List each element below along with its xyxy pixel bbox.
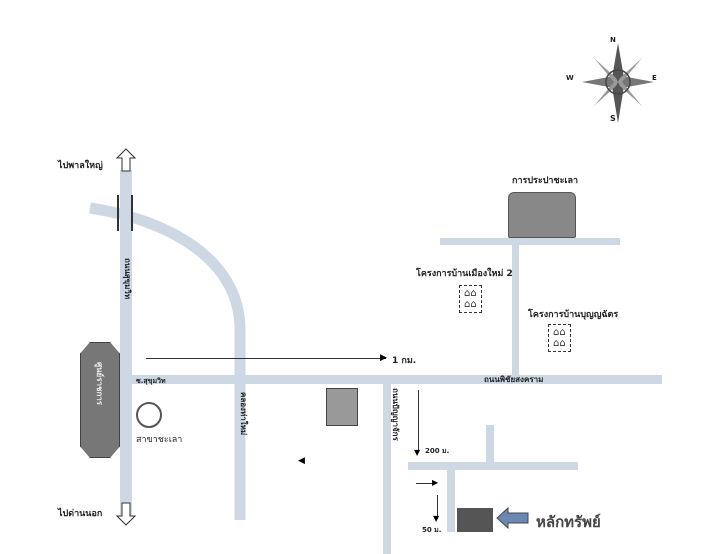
arrow-down-icon (116, 502, 136, 526)
property-pointer-arrow-icon (496, 506, 529, 530)
label-project1: โครงการบ้านเมืองใหม่ 2 (416, 269, 513, 279)
label-property: หลักทรัพย์ (536, 513, 601, 531)
bridge-mark (131, 195, 133, 231)
compass-e: E (652, 74, 657, 82)
arrow-right-head-icon: ▶ (432, 478, 439, 487)
label-soi: ซ.สุขุมวิท (136, 377, 166, 385)
bridge-mark (117, 195, 119, 231)
distance-arrow-200m (418, 390, 419, 452)
bank-logo-icon (136, 402, 162, 428)
arrow-right (416, 483, 436, 484)
arrow-head-icon: ▶ (380, 353, 387, 363)
gas-station-icon (326, 388, 358, 426)
upper-road (440, 238, 620, 245)
compass-rose-icon (582, 43, 654, 123)
arrow-up-icon (116, 148, 136, 172)
label-waterworks: การประปาชะเลา (512, 176, 579, 186)
property-lane (447, 470, 455, 532)
label-project2: โครงการบ้านบุญญฉัตร (528, 310, 619, 320)
connector-road (512, 245, 519, 375)
label-1km: 1 กม. (392, 356, 417, 366)
pichai-road (132, 375, 662, 384)
property-marker (457, 508, 493, 532)
label-to-south: ไปด่านนอก (58, 509, 103, 519)
compass-s: S (610, 114, 616, 123)
distance-arrow-50m (437, 495, 438, 519)
compass-w: W (566, 74, 574, 82)
waterworks-building-icon (508, 192, 576, 238)
lower-branch-road (486, 425, 494, 465)
distance-arrow (146, 358, 386, 359)
side-road (383, 384, 391, 554)
government-center (80, 342, 120, 458)
label-200m: 200 ม. (425, 447, 450, 455)
label-side-road: ถนนปัญญาจักร (391, 388, 400, 441)
label-canal-road: คลองท่าใหม่ (239, 392, 248, 436)
label-bank-branch: สาขาชะเลา (136, 435, 183, 445)
main-road (120, 170, 132, 520)
compass-n: N (610, 36, 616, 44)
arrow-down-head-icon: ▼ (433, 514, 440, 523)
label-pichai-road: ถนนพิชัยสงคราม (484, 375, 544, 384)
housing-project2-icon: ⌂⌂⌂⌂ (548, 324, 571, 352)
label-government-center: ศูนย์ราชการ (95, 362, 104, 406)
label-to-north: ไปพาลใหญ่ (58, 161, 103, 171)
housing-project1-icon: ⌂⌂⌂⌂ (459, 285, 482, 313)
pointer-icon: ◀ (298, 456, 305, 466)
arrow-down-head-icon: ▼ (414, 448, 421, 457)
label-main-road: ถนนสุขุมวิท (123, 258, 132, 300)
lower-road (408, 462, 578, 470)
label-50m: 50 ม. (422, 526, 442, 534)
